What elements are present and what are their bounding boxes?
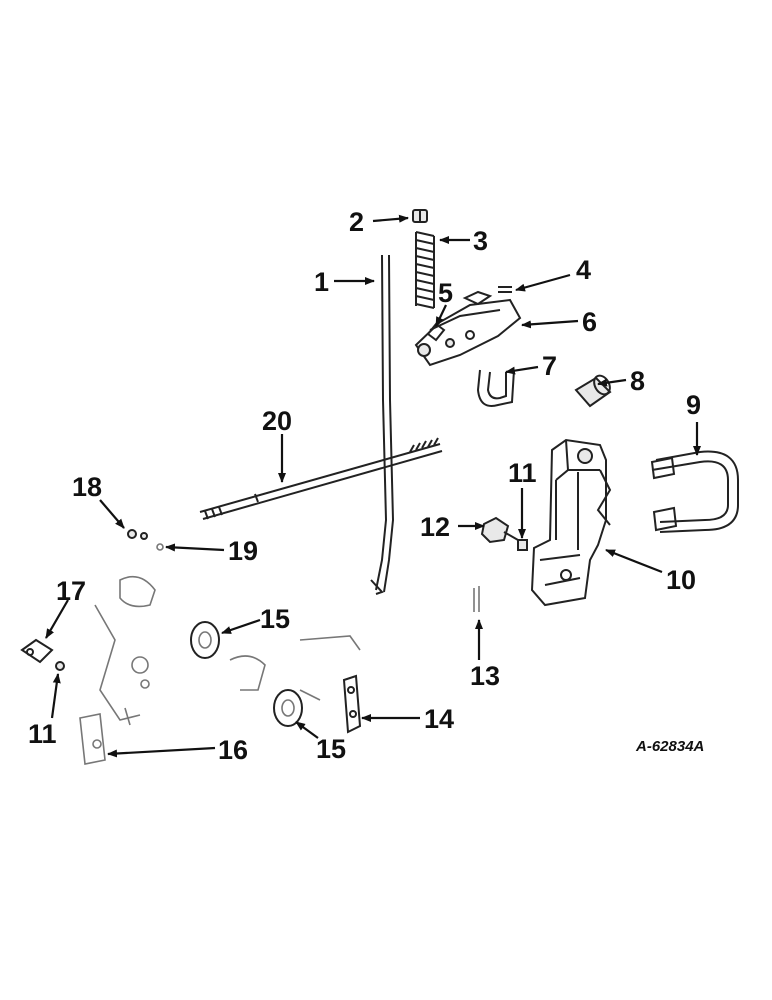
control-rod-part-1 — [370, 254, 395, 595]
clevis-block-part-10 — [530, 438, 612, 607]
callout-18: 18 — [72, 472, 102, 502]
callout-15-lower: 15 — [316, 734, 346, 764]
spring-part-3 — [415, 231, 435, 309]
latch-bracket-part-6 — [414, 290, 522, 367]
bolt-part-12 — [480, 516, 519, 544]
leader-lines — [45, 214, 701, 758]
callout-4: 4 — [576, 255, 591, 285]
callout-2: 2 — [349, 207, 364, 237]
callout-5: 5 — [438, 278, 453, 308]
callout-3: 3 — [473, 226, 488, 256]
clip-part-5 — [426, 322, 446, 342]
callout-12: 12 — [420, 512, 450, 542]
figure-reference-code: A-62834A — [635, 738, 704, 755]
plate-part-14 — [342, 674, 362, 734]
callout-10: 10 — [666, 565, 696, 595]
callout-19: 19 — [228, 536, 258, 566]
pin-part-8 — [574, 374, 612, 408]
callout-labels: 2 3 1 4 5 6 7 8 9 20 11 18 12 19 10 17 1… — [28, 207, 701, 765]
callout-6: 6 — [582, 307, 597, 337]
callout-20: 20 — [262, 406, 292, 436]
nut-part-2 — [412, 209, 428, 223]
callout-15-upper: 15 — [260, 604, 290, 634]
bushing-part-15-upper — [190, 621, 220, 659]
callout-17: 17 — [56, 576, 86, 606]
pin-part-4 — [498, 286, 512, 293]
callout-9: 9 — [686, 390, 701, 420]
callout-1: 1 — [314, 267, 329, 297]
washer-part-19 — [156, 543, 164, 551]
u-bolt-part-7 — [476, 369, 515, 407]
callout-8: 8 — [630, 366, 645, 396]
link-part-17 — [20, 638, 54, 664]
callout-13: 13 — [470, 661, 500, 691]
callout-14: 14 — [424, 704, 454, 734]
callout-7: 7 — [542, 351, 557, 381]
callout-11-lower: 11 — [28, 719, 57, 749]
threaded-rod-part-20 — [199, 437, 443, 520]
callout-16: 16 — [218, 735, 248, 765]
frame-casting-part-16 — [79, 575, 361, 765]
cotter-pin-part-13 — [473, 586, 480, 612]
u-bolt-part-9 — [650, 450, 739, 533]
bushing-part-15-lower — [273, 689, 303, 727]
callout-11-upper: 11 — [508, 458, 537, 488]
nut-part-11-upper — [517, 539, 528, 551]
nut-part-11-lower — [55, 661, 65, 671]
nut-part-18 — [127, 529, 148, 540]
